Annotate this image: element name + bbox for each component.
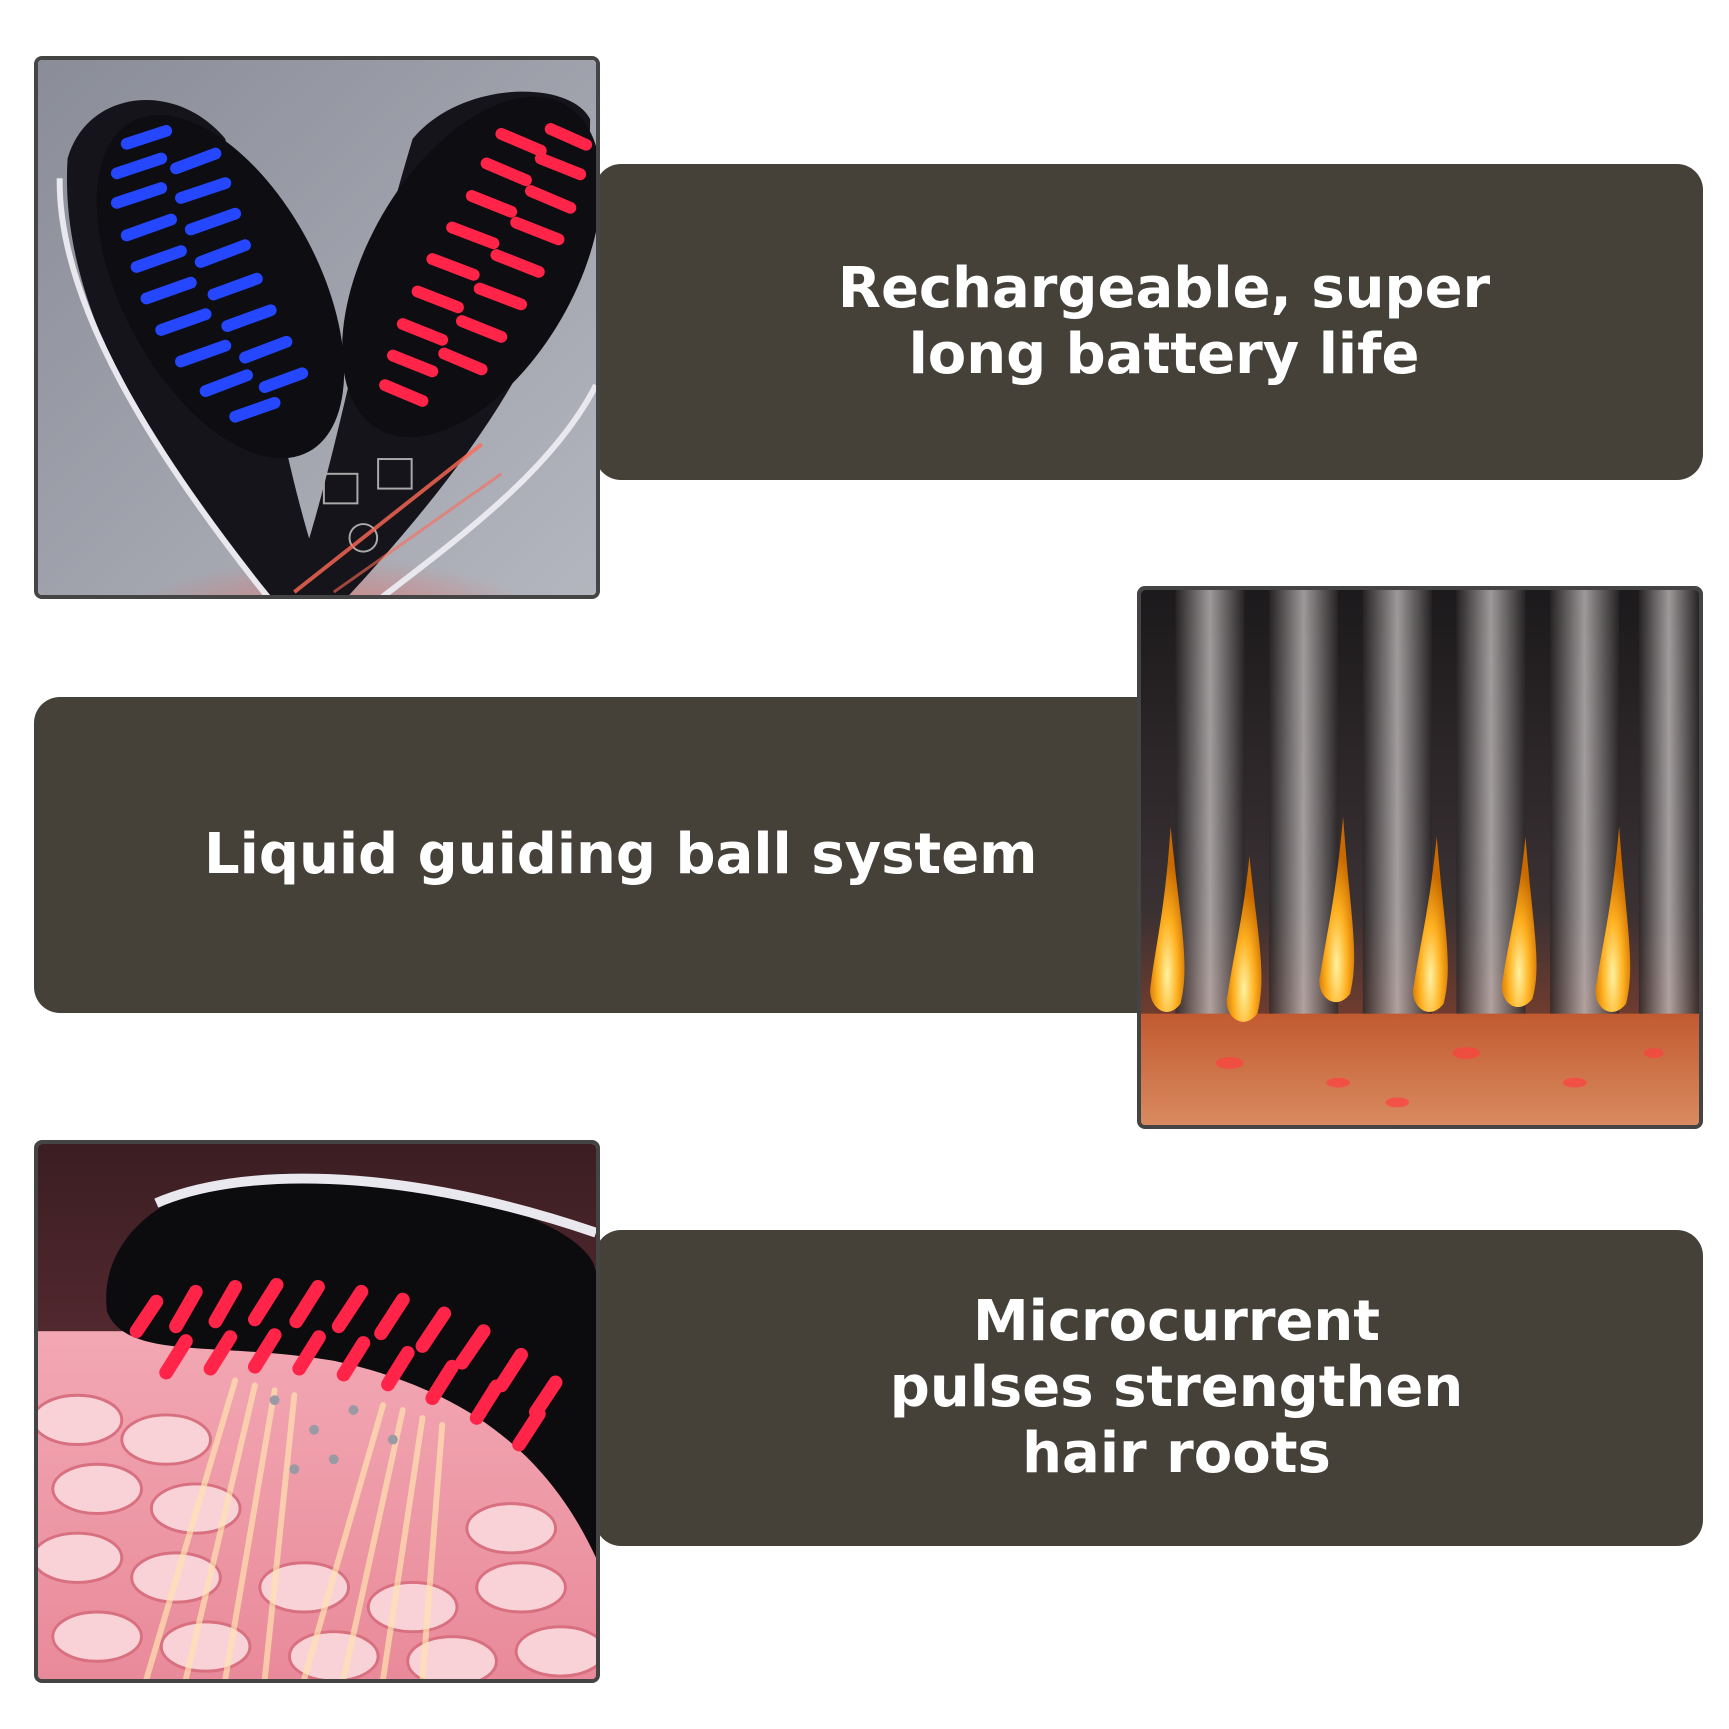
- feature-panel-liquid: Liquid guiding ball system: [34, 697, 1164, 1013]
- microcurrent-illustration: [38, 1144, 596, 1679]
- photo-microcurrent-scalp: [34, 1140, 600, 1683]
- brushes-illustration: [38, 60, 596, 595]
- photo-liquid-roots: [1137, 586, 1703, 1129]
- feature-text-liquid: Liquid guiding ball system: [204, 822, 1038, 887]
- photo-dual-brushes: [34, 56, 600, 599]
- feature-panel-microcurrent: Microcurrent pulses strengthen hair root…: [595, 1230, 1703, 1546]
- feature-text-microcurrent: Microcurrent pulses strengthen hair root…: [889, 1289, 1464, 1486]
- feature-text-battery: Rechargeable, super long battery life: [837, 256, 1491, 387]
- feature-panel-battery: Rechargeable, super long battery life: [595, 164, 1703, 480]
- liquid-roots-illustration: [1141, 590, 1699, 1125]
